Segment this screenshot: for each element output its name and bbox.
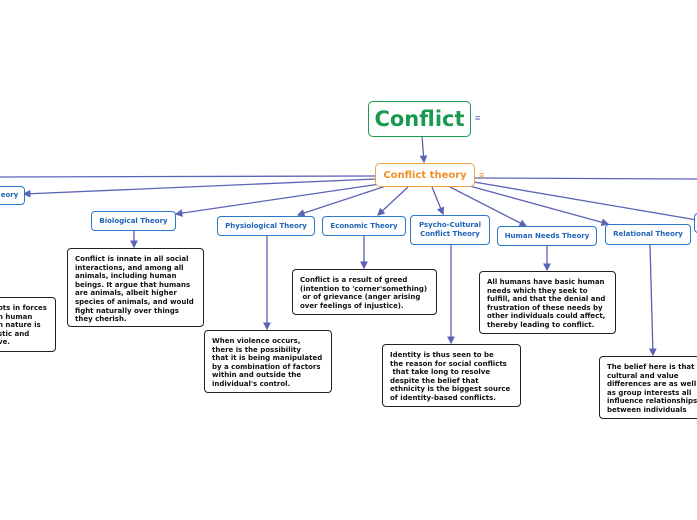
- edge-center-biological: [174, 183, 381, 217]
- center-node-title: Conflict theory: [383, 169, 467, 181]
- theory-node-biological[interactable]: Biological Theory: [91, 211, 176, 231]
- edge-root-center: [419, 135, 428, 164]
- description-box-economic[interactable]: Conflict is a result of greed (intention…: [292, 269, 437, 315]
- notes-icon[interactable]: ≡: [475, 113, 481, 123]
- theory-label: Biological Theory: [99, 216, 168, 225]
- description-box-physiological[interactable]: When violence occurs, there is the possi…: [204, 330, 332, 393]
- edge-relational-desc: [648, 244, 657, 357]
- theory-node-partial-right[interactable]: [694, 213, 697, 233]
- theory-node-relational[interactable]: Relational Theory: [605, 224, 691, 245]
- edge-center-humanneeds: [449, 186, 528, 227]
- edge-center-right-offscreen-1: [473, 181, 697, 221]
- edge-center-left-offscreen: [0, 175, 377, 178]
- edge-center-right-offscreen-2: [473, 177, 697, 180]
- theory-label: Relational Theory: [613, 230, 683, 238]
- description-box-biological[interactable]: Conflict is innate in all social interac…: [67, 248, 204, 327]
- notes-icon[interactable]: ≡: [479, 170, 485, 180]
- root-node-conflict[interactable]: Conflict: [368, 101, 471, 137]
- root-node-title: Conflict: [374, 107, 465, 131]
- edge-center-psychocultural: [431, 186, 445, 216]
- description-box-relational[interactable]: The belief here is that cultural and val…: [599, 356, 697, 419]
- theory-node-physiological[interactable]: Physiological Theory: [217, 216, 315, 236]
- theory-label: Human Needs Theory: [504, 231, 590, 240]
- description-box-partial-left[interactable]: ots in forces n human n nature is stic a…: [0, 297, 56, 352]
- theory-label: Physiological Theory: [225, 221, 307, 230]
- theory-label: eory: [0, 191, 19, 199]
- theory-label: Psycho-Cultural Conflict Theory: [418, 221, 481, 238]
- theory-label: Economic Theory: [330, 221, 398, 230]
- theory-node-human-needs[interactable]: Human Needs Theory: [497, 226, 597, 246]
- description-box-psycho-cultural[interactable]: Identity is thus seen to be the reason f…: [382, 344, 521, 407]
- theory-node-partial-left[interactable]: eory: [0, 186, 25, 205]
- edge-center-physiological: [296, 185, 387, 217]
- edge-center-theory-0: [22, 178, 377, 198]
- theory-node-psycho-cultural[interactable]: Psycho-Cultural Conflict Theory: [410, 215, 490, 245]
- center-node-conflict-theory[interactable]: Conflict theory: [375, 163, 475, 187]
- description-box-human-needs[interactable]: All humans have basic human needs which …: [479, 271, 616, 334]
- theory-node-economic[interactable]: Economic Theory: [322, 216, 406, 236]
- edge-center-economic: [377, 186, 409, 216]
- edge-center-relational: [465, 184, 610, 227]
